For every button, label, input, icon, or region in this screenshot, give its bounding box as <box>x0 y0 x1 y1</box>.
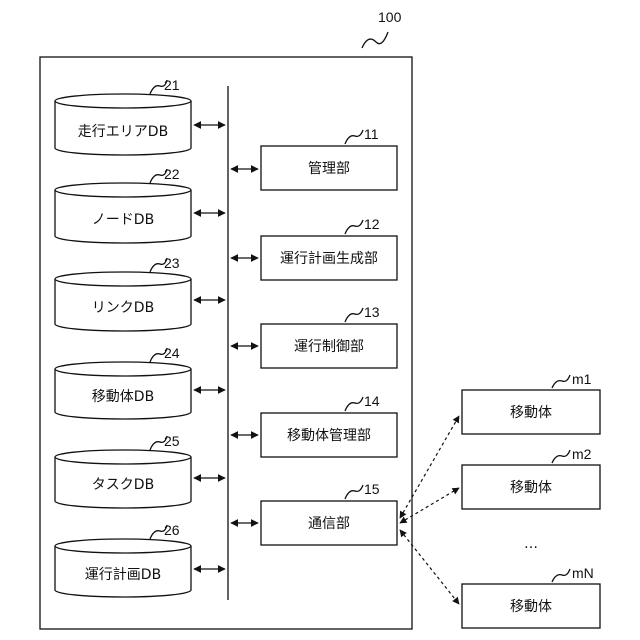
db-label: 移動体DB <box>92 389 154 405</box>
db-ref: 26 <box>164 522 180 538</box>
db-cylinder: ノードDB 22 <box>55 166 191 243</box>
unit-label: 移動体管理部 <box>287 428 371 444</box>
unit-ref: 14 <box>364 393 380 409</box>
db-ref: 24 <box>164 345 180 361</box>
unit-label: 運行計画生成部 <box>280 251 378 267</box>
unit-box: 移動体管理部 14 <box>261 393 397 457</box>
db-ref: 22 <box>164 166 180 182</box>
unit-ref: 13 <box>364 304 380 320</box>
mobile-ref: m2 <box>572 446 592 462</box>
db-label: リンクDB <box>92 300 154 316</box>
mobile-box: 移動体 mN <box>462 565 600 628</box>
unit-ref: 15 <box>364 481 380 497</box>
mobile-label: 移動体 <box>510 405 552 421</box>
db-ref: 23 <box>164 255 180 271</box>
db-cylinder: 走行エリアDB 21 <box>55 77 191 155</box>
db-cylinder: タスクDB 25 <box>55 433 191 508</box>
db-label: ノードDB <box>92 212 154 228</box>
unit-box: 通信部 15 <box>261 481 397 545</box>
db-bus-arrows <box>194 125 225 569</box>
mobile-box: 移動体 m2 <box>462 446 600 509</box>
mobile-label: 移動体 <box>510 599 552 615</box>
db-ref: 21 <box>164 77 180 93</box>
unit-ref: 12 <box>364 216 380 232</box>
unit-box: 管理部 11 <box>261 126 397 190</box>
system-ref-leader <box>362 32 388 48</box>
unit-ref: 11 <box>364 126 379 142</box>
bus-unit-arrows <box>231 169 258 523</box>
db-cylinder: 運行計画DB 26 <box>55 522 191 597</box>
db-label: 走行エリアDB <box>78 124 168 140</box>
mobile-box: 移動体 m1 <box>462 371 600 434</box>
mobile-ellipsis: … <box>524 536 538 552</box>
db-label: タスクDB <box>92 477 154 493</box>
unit-label: 管理部 <box>308 161 350 177</box>
system-ref-label: 100 <box>378 9 402 25</box>
unit-label: 通信部 <box>308 516 350 532</box>
db-cylinder: リンクDB 23 <box>55 255 191 331</box>
unit-box: 運行制御部 13 <box>261 304 397 368</box>
mobile-label: 移動体 <box>510 480 552 496</box>
wireless-links <box>400 416 459 604</box>
mobile-ref: m1 <box>572 371 592 387</box>
db-label: 運行計画DB <box>85 567 161 583</box>
unit-label: 運行制御部 <box>294 339 364 355</box>
db-cylinder: 移動体DB 24 <box>55 345 191 419</box>
unit-box: 運行計画生成部 12 <box>261 216 397 280</box>
db-ref: 25 <box>164 433 180 449</box>
mobile-ref: mN <box>572 565 594 581</box>
